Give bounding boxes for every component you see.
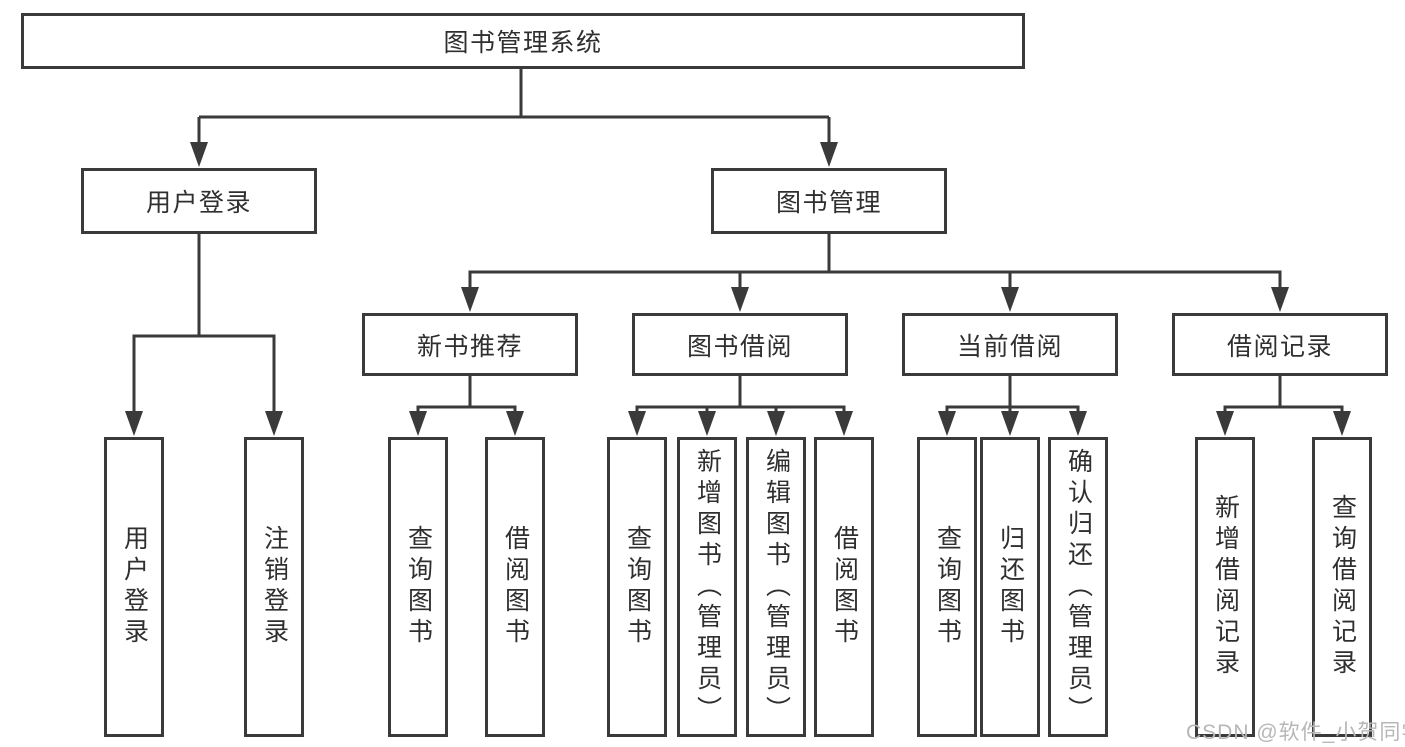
leaf-user-login: 用户登录	[104, 437, 164, 737]
node-current-borrowing: 当前借阅	[902, 313, 1118, 376]
node-label: 查询图书	[933, 525, 962, 649]
leaf-rec-borrow-books: 借阅图书	[485, 437, 545, 737]
node-label: 用户登录	[120, 525, 149, 649]
leaf-records-add-record: 新增借阅记录	[1195, 437, 1255, 737]
node-label: 借阅图书	[830, 525, 859, 649]
arrowheads	[125, 142, 1351, 436]
leaf-borrow-query-books: 查询图书	[607, 437, 667, 737]
node-label: 图书管理	[775, 189, 882, 217]
node-label: 注销登录	[260, 525, 289, 649]
node-library-management-system: 图书管理系统	[21, 13, 1025, 69]
leaf-current-return-books: 归还图书	[980, 437, 1040, 737]
leaf-logout: 注销登录	[244, 437, 304, 737]
node-label: 确认归还（管理员）	[1064, 447, 1093, 727]
node-book-borrowing: 图书借阅	[632, 313, 848, 376]
leaf-current-query-books: 查询图书	[917, 437, 977, 737]
node-label: 用户登录	[145, 189, 252, 217]
node-label: 查询借阅记录	[1328, 494, 1357, 680]
node-book-management: 图书管理	[711, 168, 947, 234]
node-label: 查询图书	[623, 525, 652, 649]
node-label: 新增借阅记录	[1211, 494, 1240, 680]
leaf-rec-query-books: 查询图书	[388, 437, 448, 737]
leaf-current-confirm-return-admin: 确认归还（管理员）	[1048, 437, 1108, 737]
node-label: 查询图书	[404, 525, 433, 649]
csdn-watermark: CSDN @软件_小贺同学	[1186, 721, 1405, 744]
leaf-borrow-edit-books-admin: 编辑图书（管理员）	[746, 437, 806, 737]
node-label: 图书借阅	[686, 332, 793, 361]
node-label: 借阅记录	[1226, 332, 1333, 361]
node-label: 归还图书	[996, 525, 1025, 649]
node-label: 当前借阅	[956, 332, 1063, 361]
leaf-borrow-add-books-admin: 新增图书（管理员）	[677, 437, 737, 737]
node-label: 借阅图书	[501, 525, 530, 649]
node-label: 图书管理系统	[443, 29, 603, 57]
node-user-login: 用户登录	[81, 168, 317, 234]
node-label: 新书推荐	[416, 332, 523, 361]
node-label: 编辑图书（管理员）	[762, 447, 791, 727]
leaf-borrow-borrow-books: 借阅图书	[814, 437, 874, 737]
leaf-records-query-record: 查询借阅记录	[1312, 437, 1372, 737]
node-new-book-recommendation: 新书推荐	[362, 313, 578, 376]
node-borrowing-records: 借阅记录	[1172, 313, 1388, 376]
node-label: 新增图书（管理员）	[693, 447, 722, 727]
